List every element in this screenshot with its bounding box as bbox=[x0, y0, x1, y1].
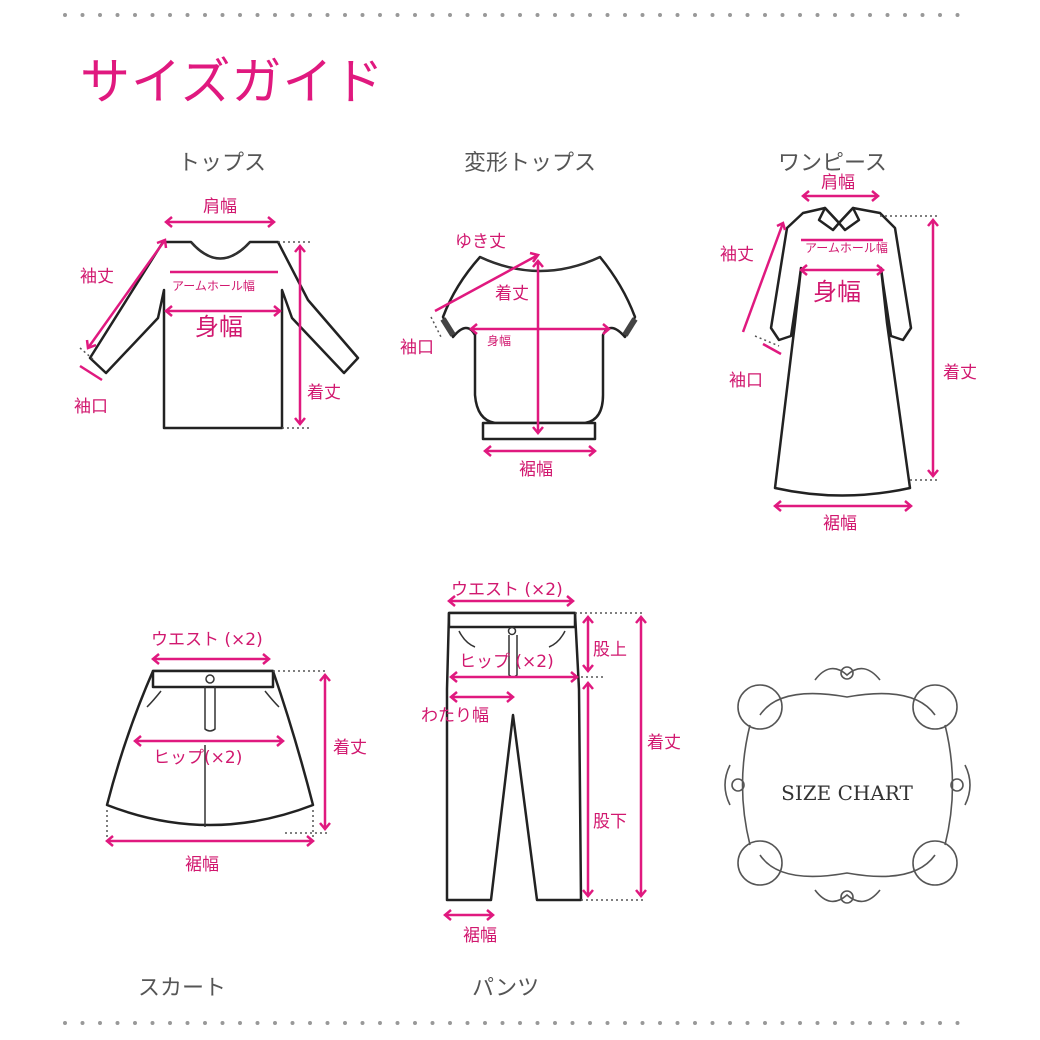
onepiece-hem-arrow bbox=[773, 500, 913, 512]
tops-length-arrow bbox=[294, 244, 306, 426]
skirt-waist-label: ウエスト (×2) bbox=[151, 630, 263, 650]
pants-hip-arrow bbox=[449, 671, 579, 683]
tops-shoulder-arrow bbox=[164, 216, 276, 228]
skirt-title: スカート bbox=[138, 976, 227, 1001]
page-title: サイズガイド bbox=[80, 53, 385, 111]
pants-title: パンツ bbox=[472, 976, 540, 1001]
pants-thigh-arrow bbox=[449, 691, 515, 703]
pants-inseam-arrow bbox=[582, 681, 594, 898]
tops-cuff-arrow bbox=[79, 364, 103, 382]
pants-hem-arrow bbox=[443, 909, 495, 921]
skirt-hem-label: 裾幅 bbox=[185, 855, 219, 875]
pants-diagram: ウエスト (×2) ヒップ (×2) わたり幅 股上 股下 着丈 裾幅 bbox=[421, 580, 681, 946]
pants-hip-label: ヒップ (×2) bbox=[459, 652, 554, 672]
skirt-diagram: ウエスト (×2) ヒップ(×2) 着丈 裾幅 bbox=[105, 630, 367, 875]
onepiece-diagram: 肩幅 アームホール幅 身幅 袖丈 袖口 着丈 裾幅 bbox=[720, 173, 977, 534]
onepiece-shoulder-label: 肩幅 bbox=[821, 173, 855, 193]
pants-length-label: 着丈 bbox=[647, 733, 681, 753]
onepiece-hem-label: 裾幅 bbox=[823, 514, 857, 534]
tops-garment-illustration bbox=[88, 240, 360, 430]
pants-garment-illustration bbox=[445, 611, 583, 902]
tops-diagram: 肩幅 袖丈 アームホール幅 身幅 着丈 袖口 bbox=[74, 197, 360, 430]
pants-waist-label: ウエスト (×2) bbox=[451, 580, 563, 600]
pants-rise-arrow bbox=[582, 615, 594, 673]
pants-inseam-label: 股下 bbox=[593, 812, 627, 832]
tops-body-label: 身幅 bbox=[195, 313, 243, 341]
pants-length-arrow bbox=[635, 615, 647, 898]
tops-cuff-label: 袖口 bbox=[74, 397, 108, 417]
tops-shoulder-label: 肩幅 bbox=[203, 197, 237, 217]
skirt-length-label: 着丈 bbox=[333, 738, 367, 758]
onepiece-sleeve-arrow bbox=[741, 221, 787, 333]
ornament-frame-icon bbox=[724, 666, 971, 904]
pants-hem-label: 裾幅 bbox=[463, 926, 497, 946]
onepiece-title: ワンピース bbox=[778, 151, 887, 176]
bottom-dotted-border bbox=[63, 1021, 974, 1025]
pants-thigh-label: わたり幅 bbox=[421, 706, 489, 726]
pants-rise-label: 股上 bbox=[593, 640, 627, 660]
onepiece-length-arrow bbox=[927, 218, 939, 478]
onepiece-body-arrow bbox=[799, 264, 885, 276]
pants-waist-arrow bbox=[447, 595, 575, 607]
deformed-tops-body-label: 身幅 bbox=[487, 333, 511, 348]
tops-title: トップス bbox=[178, 151, 267, 176]
skirt-garment-illustration bbox=[105, 669, 315, 827]
tops-armhole-label: アームホール幅 bbox=[172, 278, 255, 293]
tops-body-arrow bbox=[164, 305, 282, 317]
deformed-tops-cuff-label: 袖口 bbox=[400, 338, 434, 358]
deformed-tops-body-arrow bbox=[469, 323, 611, 335]
skirt-waist-arrow bbox=[151, 653, 271, 665]
onepiece-cuff-label: 袖口 bbox=[729, 371, 763, 391]
deformed-tops-diagram: ゆき丈 着丈 身幅 袖口 裾幅 bbox=[400, 232, 638, 480]
onepiece-shoulder-arrow bbox=[801, 190, 880, 202]
deformed-tops-yuki-arrow bbox=[434, 251, 541, 313]
size-chart-label: SIZE CHART bbox=[781, 781, 913, 805]
onepiece-armhole-label: アームホール幅 bbox=[805, 240, 888, 255]
deformed-tops-hem-label: 裾幅 bbox=[519, 460, 553, 480]
skirt-length-arrow bbox=[319, 673, 331, 831]
onepiece-length-label: 着丈 bbox=[943, 363, 977, 383]
skirt-hip-label: ヒップ(×2) bbox=[153, 748, 242, 768]
top-dotted-border bbox=[63, 13, 974, 17]
deformed-tops-title: 変形トップス bbox=[464, 151, 597, 176]
deformed-tops-length-arrow bbox=[532, 259, 544, 435]
tops-sleeve-label: 袖丈 bbox=[80, 267, 114, 287]
onepiece-sleeve-label: 袖丈 bbox=[720, 245, 754, 265]
deformed-tops-length-label: 着丈 bbox=[495, 284, 529, 304]
size-chart-ornament: SIZE CHART bbox=[724, 666, 971, 904]
skirt-hip-arrow bbox=[133, 735, 285, 747]
deformed-tops-hem-arrow bbox=[483, 445, 597, 457]
tops-length-label: 着丈 bbox=[307, 383, 341, 403]
skirt-hem-arrow bbox=[105, 835, 315, 847]
onepiece-garment-illustration bbox=[769, 206, 913, 497]
deformed-tops-yuki-label: ゆき丈 bbox=[455, 232, 506, 252]
tops-sleeve-arrow bbox=[85, 238, 168, 350]
onepiece-body-label: 身幅 bbox=[813, 278, 861, 306]
